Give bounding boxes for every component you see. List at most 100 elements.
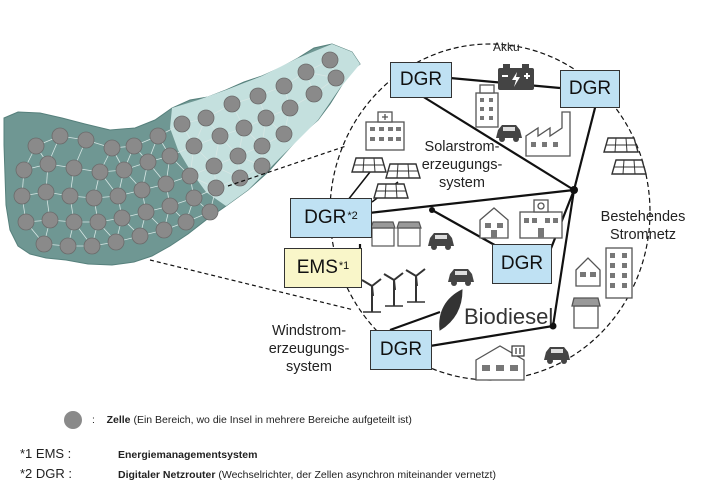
solar-panel-icon: [351, 157, 387, 173]
wind-label-line: Windstrom-: [271, 323, 347, 339]
cell-circle: [235, 119, 253, 137]
cell-circle: [89, 213, 107, 231]
dgr-label: DGR: [568, 78, 612, 99]
store-icon: [571, 297, 601, 329]
solar-panel-icon: [373, 183, 409, 199]
dgr-box-top-right: DGR: [560, 70, 620, 108]
solar-label-line: system: [439, 175, 485, 191]
cell-circle: [305, 85, 323, 103]
house-icon: [479, 207, 509, 239]
cell-circle: [149, 127, 167, 145]
legend-cell-row: : Zelle (Ein Bereich, wo die Insel in me…: [92, 414, 412, 426]
network-lines: [358, 76, 598, 348]
wind-turbine-icon: [405, 268, 426, 303]
battery-label: Akku: [493, 40, 520, 54]
cell-circle: [229, 147, 247, 165]
cell-circle: [173, 115, 191, 133]
cell-circle: [85, 189, 103, 207]
solar-label-line: erzeugungs-: [421, 157, 503, 173]
house-icon: [575, 257, 601, 287]
hospital-icon: [365, 111, 405, 151]
existing-grid-label-line: Bestehendes: [600, 209, 686, 225]
cell-circle: [161, 197, 179, 215]
dgr-label: DGR: [500, 253, 544, 274]
car-icon: [544, 347, 570, 364]
car-icon: [448, 269, 474, 286]
cell-circle: [327, 69, 345, 87]
cell-circle: [231, 169, 249, 187]
dgr-box-bottom: DGR: [370, 330, 432, 370]
cell-circle: [35, 235, 53, 253]
cell-circle: [39, 155, 57, 173]
junction-dot: [549, 322, 557, 330]
cell-circle: [107, 233, 125, 251]
cell-circle: [27, 137, 45, 155]
cell-circle: [51, 127, 69, 145]
cell-circle: [253, 157, 271, 175]
cell-circle: [13, 187, 31, 205]
cell-circle: [65, 213, 83, 231]
cell-circle: [137, 203, 155, 221]
cell-circle: [125, 137, 143, 155]
cell-circle: [297, 63, 315, 81]
cell-circle: [281, 99, 299, 117]
dgr-box-top-left: DGR: [390, 62, 452, 98]
legend-dgr-row: *2 DGR : Digitaler Netzrouter (Wechselric…: [20, 466, 496, 481]
legend-ems-term: Energiemanagementsystem: [118, 449, 258, 461]
cell-circle: [37, 183, 55, 201]
legend-dgr-term: Digitaler Netzrouter: [118, 469, 216, 481]
cell-circle: [133, 181, 151, 199]
cell-circle: [83, 237, 101, 255]
cell-circle: [275, 77, 293, 95]
factory-icon: [525, 111, 571, 157]
cell-circle: [131, 227, 149, 245]
dgr-label: DGR: [399, 69, 443, 90]
cell-circle: [205, 157, 223, 175]
legend-cell-circle: [64, 411, 82, 429]
fork-knife-icon: [511, 345, 525, 357]
cell-circle: [17, 213, 35, 231]
solar-label-line: Solarstrom-: [424, 139, 500, 155]
cell-circle: [207, 179, 225, 197]
cell-circle: [91, 163, 109, 181]
cell-circle: [253, 137, 271, 155]
biodiesel-label: Biodiesel: [464, 304, 554, 329]
legend-dgr-desc: (Wechselrichter, der Zellen asynchron mi…: [215, 469, 496, 481]
cell-circle: [201, 203, 219, 221]
existing-grid-label: Bestehendes Stromnetz: [590, 208, 696, 244]
legend-dgr-key: *2 DGR :: [20, 466, 73, 481]
car-icon: [496, 125, 522, 142]
cell-circle: [15, 161, 33, 179]
dgr-box-marked: DGR*2: [290, 198, 372, 238]
cell-circle: [155, 221, 173, 239]
cell-circle: [113, 209, 131, 227]
cell-circle: [275, 125, 293, 143]
cell-circle: [103, 139, 121, 157]
legend-cell-term: Zelle: [106, 414, 131, 426]
dgr-label: DGR: [379, 339, 423, 360]
wind-turbine-icon: [383, 272, 404, 307]
cell-circle: [65, 159, 83, 177]
wind-turbine-icon: [361, 278, 382, 313]
cell-circle: [61, 187, 79, 205]
solar-panel-icon: [611, 159, 647, 175]
cell-circle: [197, 109, 215, 127]
legend-ems-key: *1 EMS :: [20, 446, 72, 461]
cell-circle: [157, 175, 175, 193]
legend-cell-desc: (Ein Bereich, wo die Insel in mehrere Be…: [130, 414, 412, 426]
ems-footnote-mark: *1: [338, 260, 350, 272]
cell-circle: [109, 187, 127, 205]
cell-circle: [59, 237, 77, 255]
ems-label: EMS: [296, 257, 338, 278]
solar-panel-icon: [603, 137, 639, 153]
solar-panel-icon: [385, 163, 421, 179]
zoom-line-bottom: [149, 259, 355, 311]
cell-circle: [185, 189, 203, 207]
cell-circle: [181, 167, 199, 185]
cell-circle: [177, 213, 195, 231]
shop-icon: [370, 221, 396, 247]
school-icon: [519, 199, 563, 239]
cell-circle: [77, 131, 95, 149]
